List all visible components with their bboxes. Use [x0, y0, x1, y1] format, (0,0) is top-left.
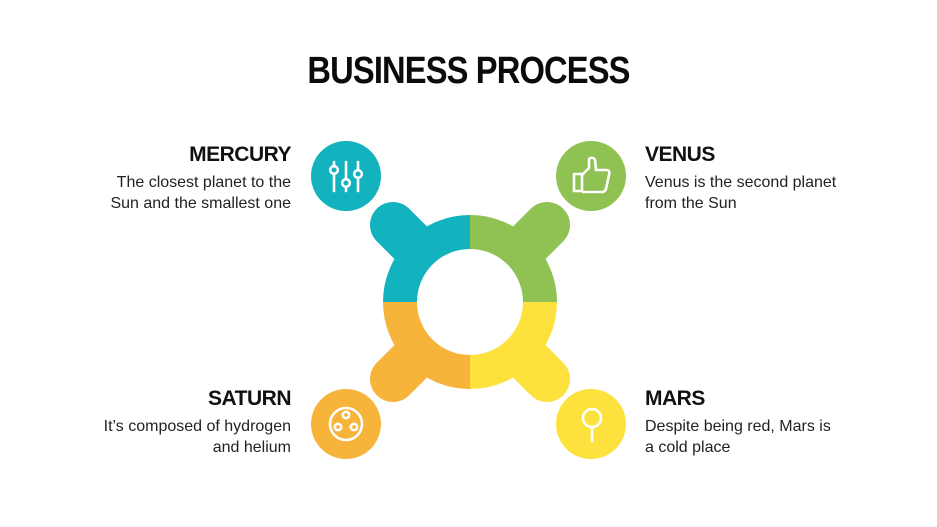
page-title: BUSINESS PROCESS — [307, 50, 630, 92]
mars-description-line-1: Despite being red, Mars is — [645, 418, 831, 435]
thumbs-up-icon — [572, 156, 611, 194]
segment-mercury — [370, 202, 470, 302]
venus-description: Venus is the second planet from the Sun — [645, 172, 905, 214]
venus-description-line-1: Venus is the second planet — [645, 174, 837, 191]
mars-heading: MARS — [645, 387, 705, 410]
mercury-description-line-2: Sun and the smallest one — [110, 195, 291, 212]
mercury-icon-badge — [311, 141, 381, 211]
saturn-icon-badge — [311, 389, 381, 459]
mercury-description-line-1: The closest planet to the — [116, 174, 291, 191]
mars-block: MARS Despite being red, Mars is a cold p… — [645, 386, 905, 458]
venus-icon-badge — [556, 141, 626, 211]
mercury-description: The closest planet to the Sun and the sm… — [31, 172, 291, 214]
mars-description-line-2: a cold place — [645, 439, 731, 456]
pin-icon — [581, 407, 603, 443]
segment-venus — [470, 202, 570, 302]
venus-description-line-2: from the Sun — [645, 195, 737, 212]
segment-mars — [470, 302, 570, 402]
segment-saturn — [370, 302, 470, 402]
saturn-block: SATURN It’s composed of hydrogen and hel… — [31, 386, 292, 458]
saturn-description: It’s composed of hydrogen and helium — [31, 416, 291, 458]
mercury-block: MERCURY The closest planet to the Sun an… — [31, 142, 291, 214]
mars-description: Despite being red, Mars is a cold place — [645, 416, 905, 458]
venus-block: VENUS Venus is the second planet from th… — [645, 142, 905, 214]
venus-heading: VENUS — [645, 143, 715, 166]
sliders-icon — [328, 160, 364, 193]
saturn-heading: SATURN — [208, 387, 291, 410]
molecule-icon — [328, 406, 364, 442]
mars-icon-badge — [556, 389, 626, 459]
saturn-description-line-1: It’s composed of hydrogen — [103, 418, 291, 435]
mercury-heading: MERCURY — [189, 143, 291, 166]
saturn-description-line-2: and helium — [212, 439, 291, 456]
